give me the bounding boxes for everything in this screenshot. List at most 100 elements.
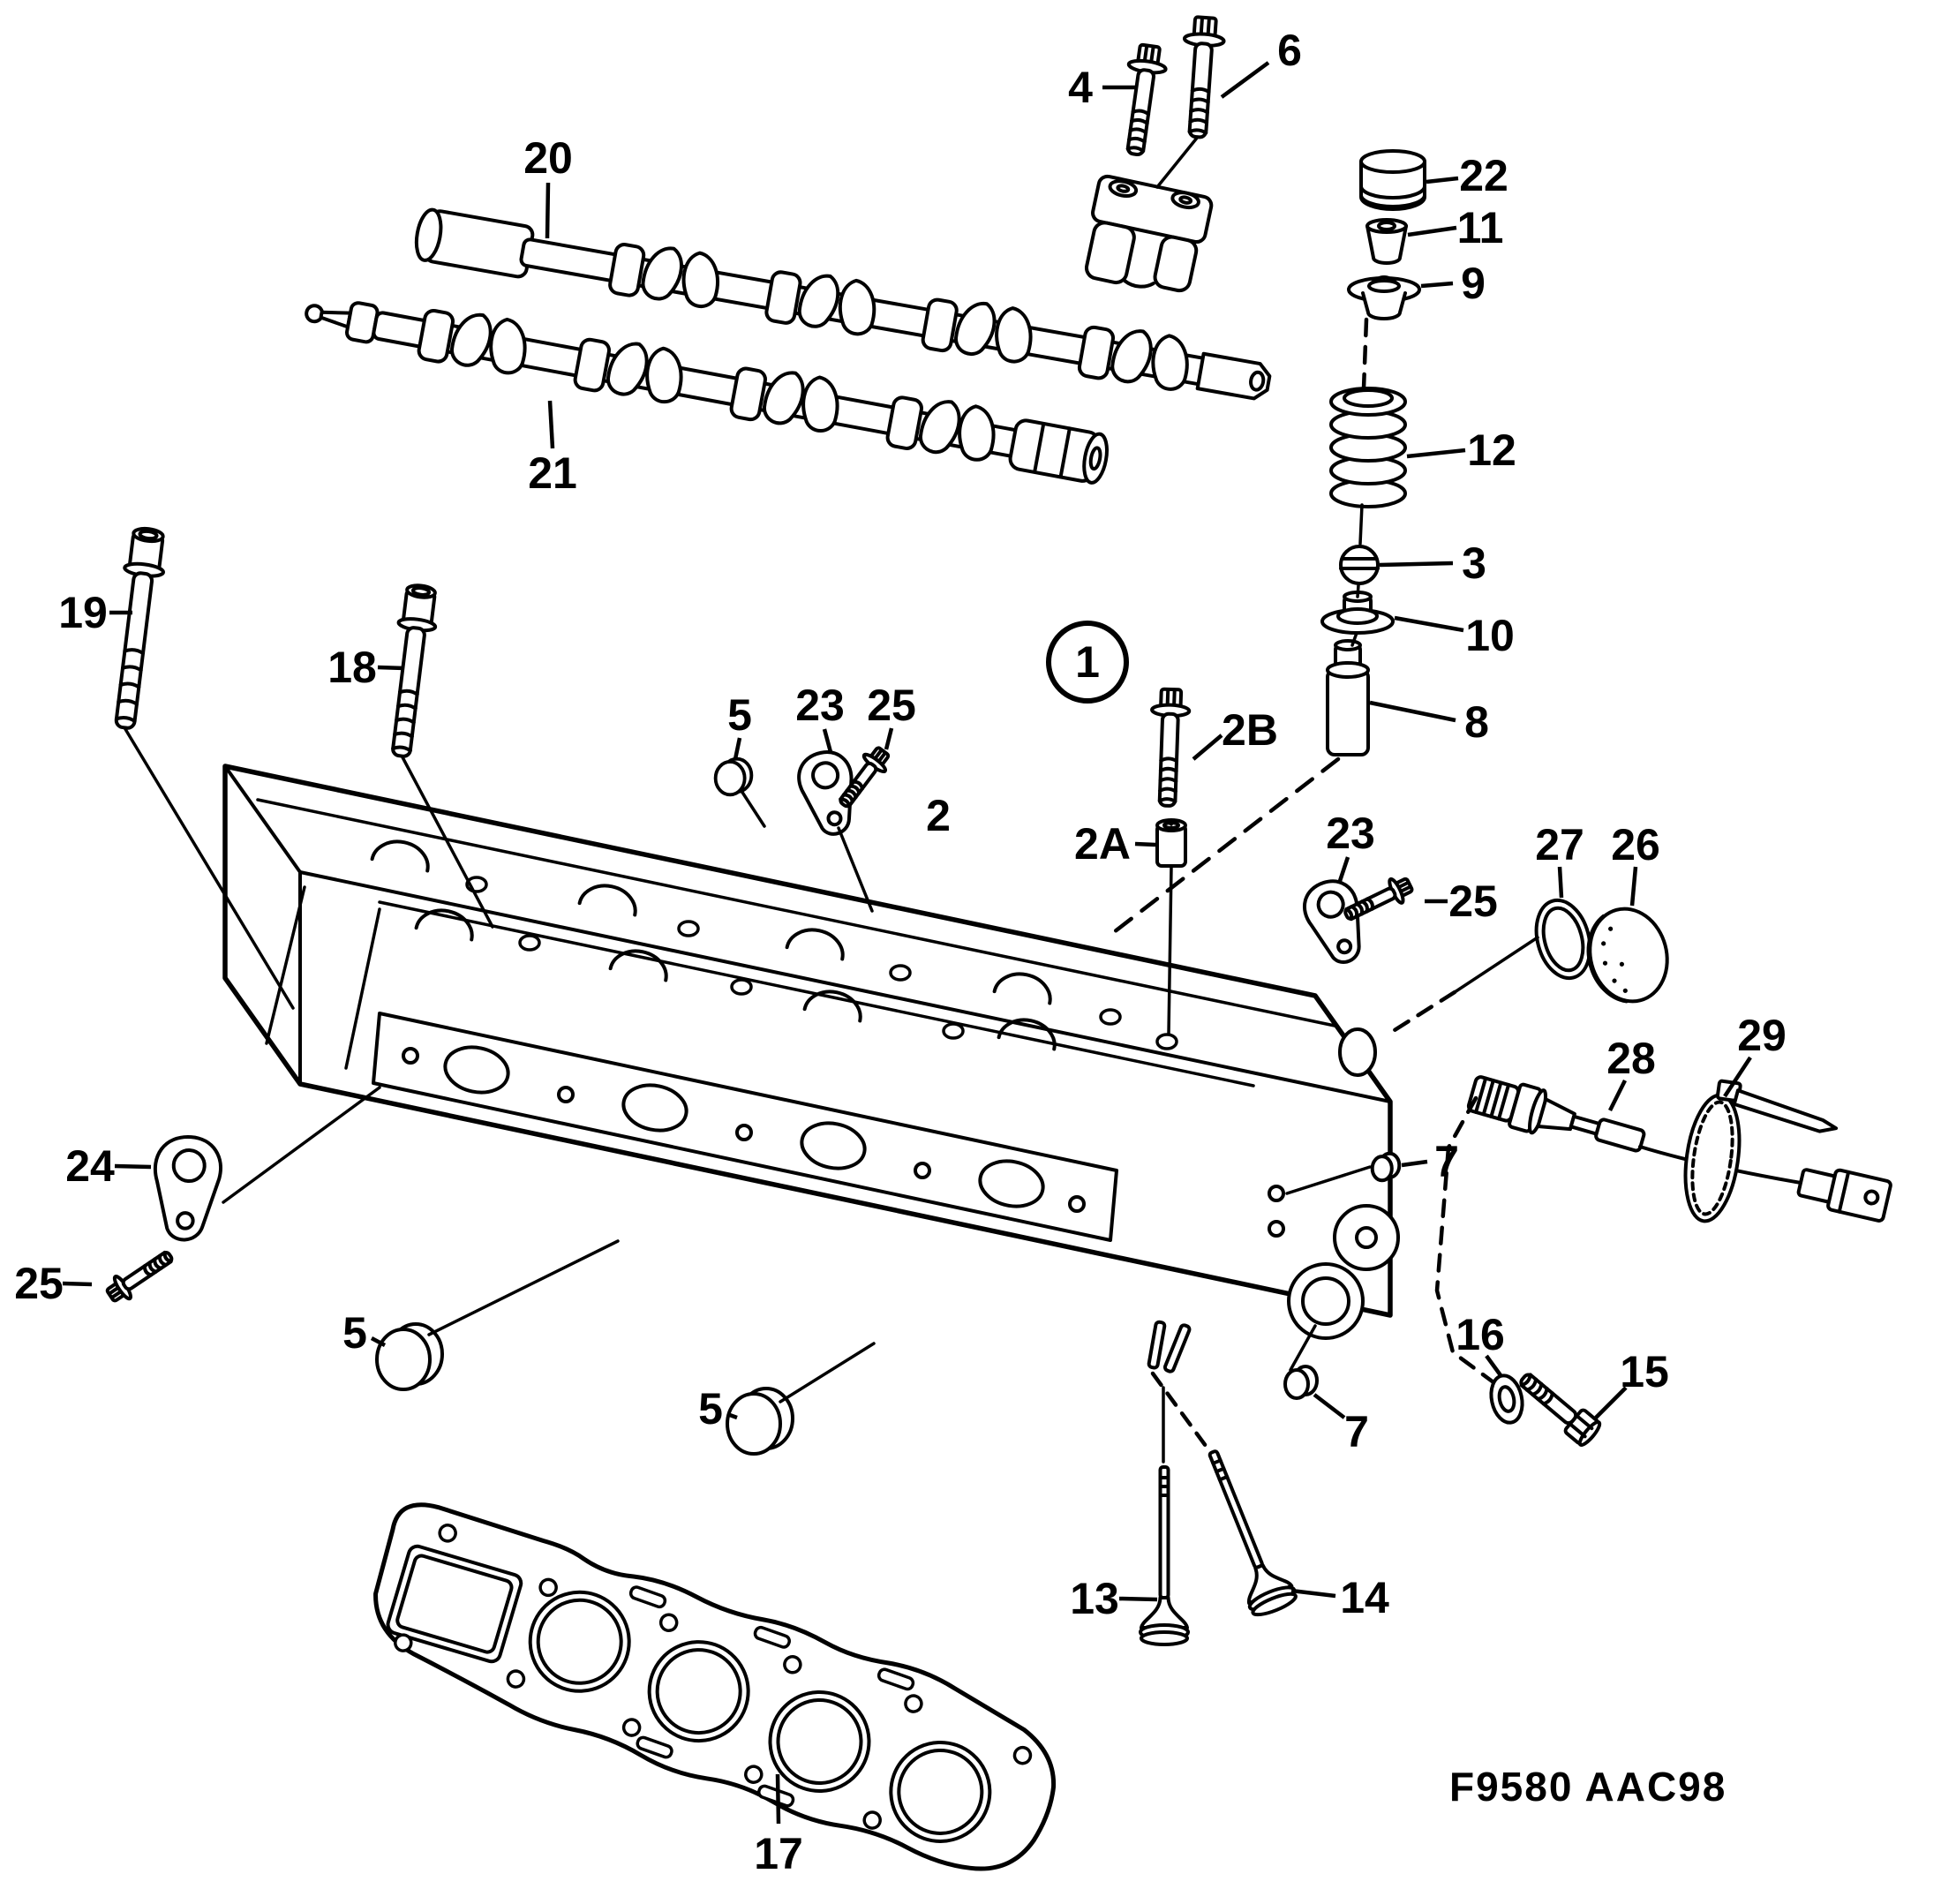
- svg-text:25: 25: [1448, 877, 1498, 926]
- svg-text:16: 16: [1456, 1310, 1505, 1359]
- svg-text:24: 24: [65, 1141, 115, 1191]
- valve-shim-11: [1365, 218, 1408, 265]
- svg-text:4: 4: [1068, 63, 1093, 112]
- valve-spring-12: [1329, 387, 1407, 508]
- svg-text:6: 6: [1277, 26, 1302, 75]
- bolt-19: [114, 526, 165, 730]
- callout-7: 7: [1401, 1137, 1459, 1186]
- plug-7-upper: [1370, 1151, 1402, 1183]
- bolt-25-top: [839, 746, 891, 809]
- camshaft-intake-21: [305, 301, 1109, 485]
- end-plug-26: [1586, 907, 1669, 1004]
- callout-13: 13: [1070, 1574, 1158, 1623]
- callout-17: 17: [754, 1773, 803, 1878]
- svg-text:26: 26: [1611, 820, 1660, 869]
- callout-25: 25: [14, 1259, 93, 1308]
- callout-18: 18: [327, 643, 405, 692]
- svg-text:23: 23: [795, 681, 845, 730]
- callout-21: 21: [528, 400, 577, 498]
- callout-9: 9: [1420, 259, 1486, 308]
- svg-text:9: 9: [1461, 259, 1486, 308]
- bolt-4: [1125, 42, 1168, 157]
- callout-23: 23: [795, 681, 845, 753]
- svg-text:14: 14: [1340, 1573, 1389, 1622]
- svg-text:2: 2: [926, 791, 951, 840]
- cup-plug-5-mid: [726, 1387, 794, 1456]
- callout-27: 27: [1535, 820, 1584, 899]
- svg-text:12: 12: [1467, 425, 1516, 475]
- bolt-6: [1182, 15, 1226, 139]
- head-bolt-holes: [465, 876, 1178, 1050]
- callout-2A: 2A: [1074, 819, 1156, 869]
- bolt-25-left: [105, 1250, 174, 1303]
- cable-tie-29: [1683, 1079, 1839, 1223]
- svg-text:27: 27: [1535, 820, 1584, 869]
- spring-seat-10: [1320, 591, 1395, 635]
- callout-16: 16: [1456, 1310, 1505, 1377]
- gasket-chain-opening: [386, 1544, 523, 1664]
- svg-text:29: 29: [1737, 1011, 1787, 1060]
- svg-text:5: 5: [727, 690, 752, 740]
- gasket-cylinder-bores: [528, 1590, 992, 1843]
- callout-7: 7: [1313, 1393, 1369, 1456]
- callout-25: 25: [1425, 877, 1498, 926]
- callout-4: 4: [1068, 63, 1135, 112]
- svg-text:8: 8: [1464, 697, 1489, 747]
- svg-text:2A: 2A: [1074, 819, 1131, 869]
- callout-15: 15: [1594, 1347, 1669, 1419]
- temperature-sensor-28: [1466, 1075, 1646, 1153]
- valve-14: [1207, 1449, 1298, 1617]
- callout-8: 8: [1369, 697, 1489, 747]
- callout-5: 5: [342, 1308, 387, 1358]
- svg-text:11: 11: [1457, 203, 1504, 252]
- bolt-2b: [1150, 687, 1192, 808]
- bolt-25-right: [1343, 877, 1414, 922]
- cup-plug-5-top: [713, 756, 754, 797]
- callout-28: 28: [1606, 1034, 1656, 1112]
- callout-3: 3: [1379, 538, 1486, 588]
- bolt-15: [1519, 1373, 1602, 1448]
- spring-retainer-9: [1347, 275, 1421, 320]
- callout-29: 29: [1723, 1011, 1787, 1098]
- bolt-layer: [105, 15, 1602, 1448]
- camshaft-exhaust-20: [414, 207, 1272, 401]
- exhaust-flange: [372, 1012, 1118, 1242]
- lifting-bracket-23-right: [1296, 873, 1375, 972]
- svg-text:25: 25: [14, 1259, 64, 1308]
- right-end-details: [1268, 1027, 1400, 1340]
- camshaft-bearing-cap: [1084, 174, 1214, 293]
- cylinder-head: [222, 764, 1400, 1373]
- svg-text:19: 19: [58, 588, 108, 637]
- callout-5: 5: [727, 690, 752, 760]
- callout-2B: 2B: [1192, 705, 1278, 761]
- head-gasket: [373, 1502, 1057, 1871]
- callout-25: 25: [867, 681, 916, 750]
- svg-text:18: 18: [327, 643, 377, 692]
- cable-connector: [1796, 1168, 1892, 1223]
- assembly-lines: [124, 135, 1539, 1464]
- svg-text:28: 28: [1606, 1034, 1656, 1083]
- callout-22: 22: [1426, 151, 1508, 200]
- svg-text:21: 21: [528, 448, 577, 498]
- callout-6: 6: [1220, 26, 1302, 99]
- figure-code: F9580 AAC98: [1449, 1764, 1727, 1810]
- valve-13: [1139, 1465, 1190, 1646]
- callout-2: 2: [926, 791, 951, 840]
- callout-19: 19: [58, 588, 132, 637]
- callout-1: 1: [1046, 621, 1129, 704]
- gasket-bolt-holes: [394, 1524, 1033, 1830]
- callout-5: 5: [698, 1384, 738, 1434]
- callout-24: 24: [65, 1141, 152, 1191]
- callout-20: 20: [523, 133, 573, 239]
- left-end-ribs: [265, 885, 381, 1070]
- svg-text:3: 3: [1462, 538, 1486, 588]
- svg-text:22: 22: [1459, 151, 1508, 200]
- svg-text:25: 25: [867, 681, 916, 730]
- callout-14: 14: [1290, 1573, 1389, 1622]
- svg-text:2B: 2B: [1222, 705, 1278, 755]
- bolt-18: [391, 583, 438, 758]
- svg-text:13: 13: [1070, 1574, 1119, 1623]
